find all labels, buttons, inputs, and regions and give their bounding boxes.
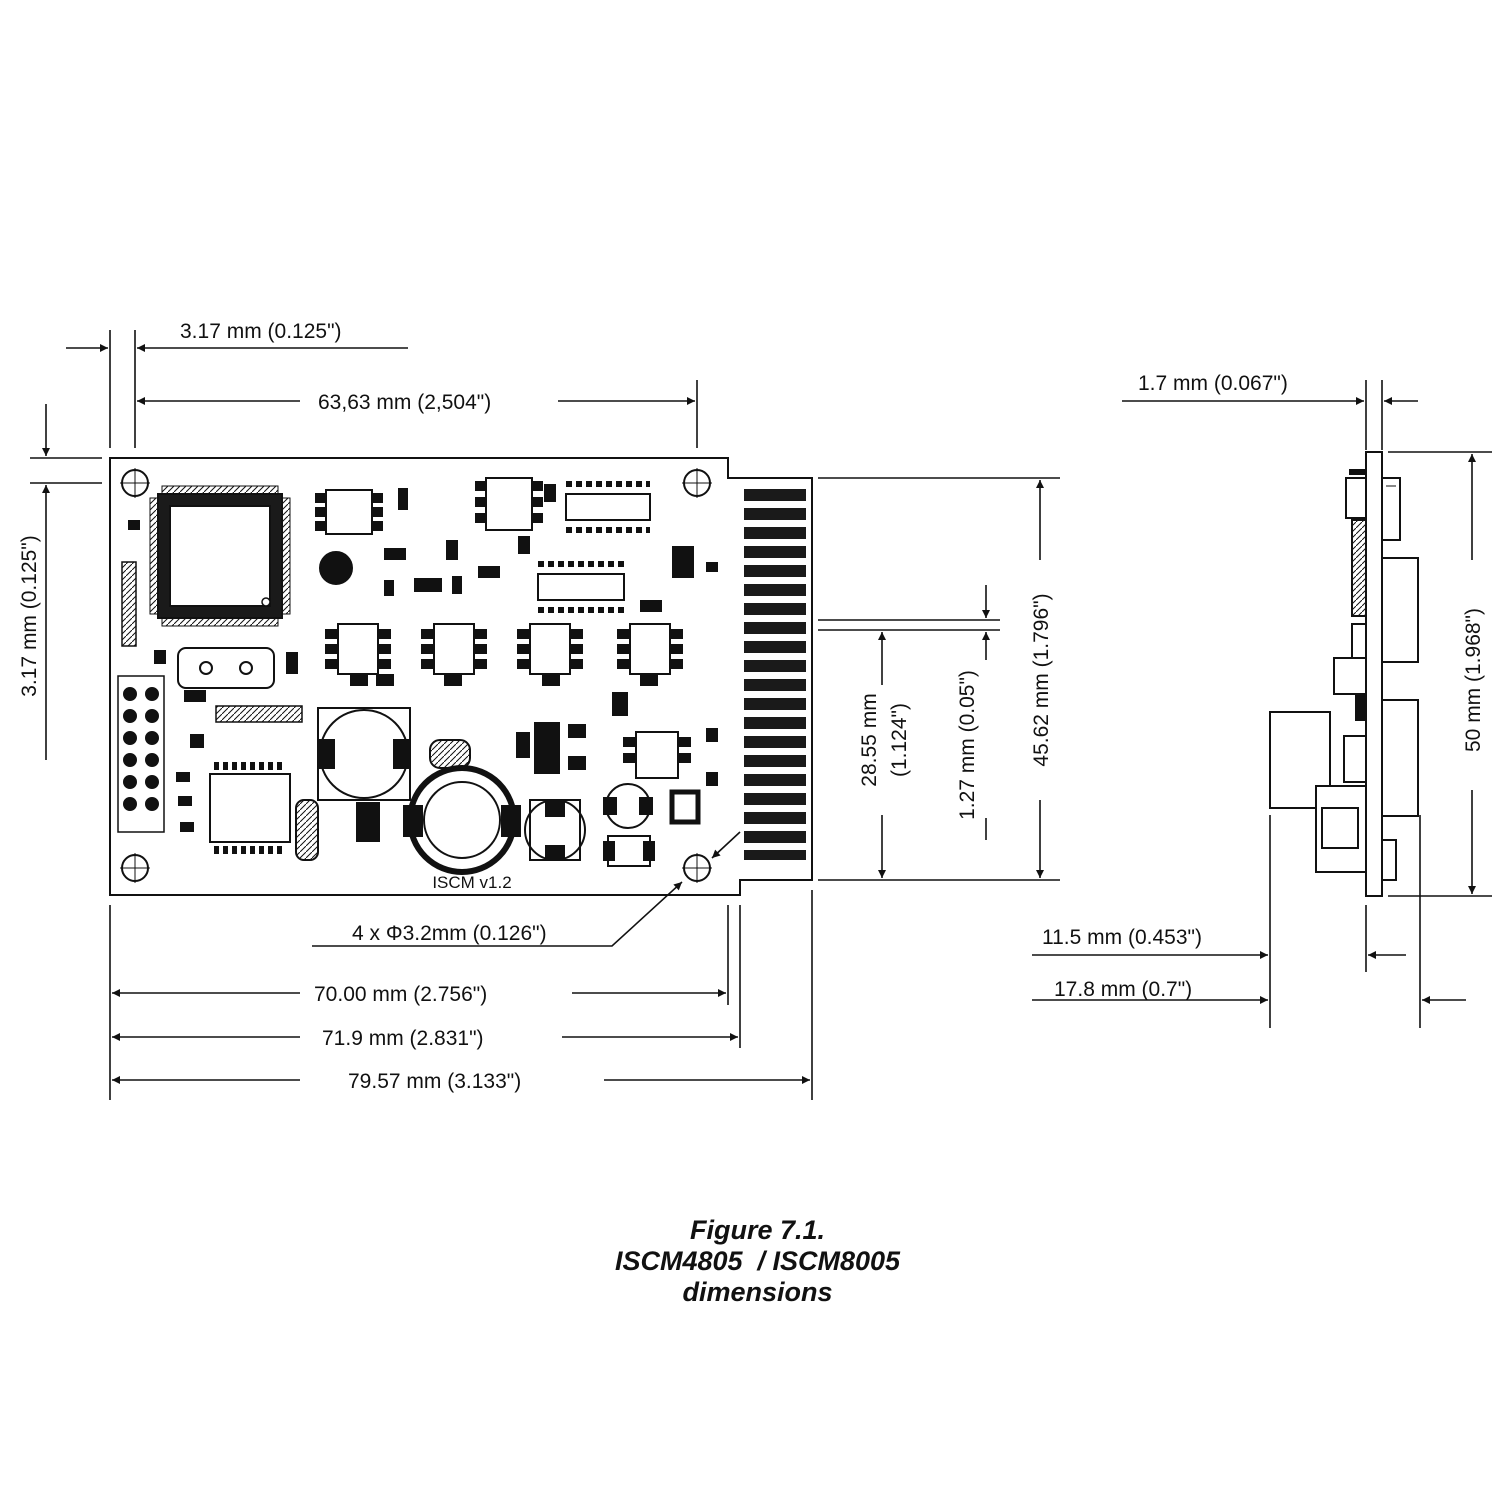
ic-chip [209,762,291,854]
dim-connector-height: 45.62 mm (1.796") [1030,593,1053,766]
mounting-hole [120,468,150,498]
ic-chip [475,477,543,531]
transistor [319,551,353,585]
connector-strip [215,705,303,723]
ic-chip [517,623,583,675]
pin-header [117,675,165,833]
mounting-hole [682,468,712,498]
pcb-top-view [109,457,813,896]
microcontroller-chip [149,485,291,627]
dim-hole-offset-x: 3.17 mm (0.125") [180,320,342,343]
ic-chip [623,731,691,779]
ic-chip [537,561,625,613]
dim-overall-thickness: 17.8 mm (0.7") [1054,978,1192,1001]
ic-chip [315,489,383,535]
figure-caption: Figure 7.1. ISCM4805 / ISCM8005 dimensio… [0,1184,1500,1308]
dim-hole-spacing-x: 63,63 mm (2,504") [318,391,491,414]
dim-mounting-holes: 4 x Φ3.2mm (0.126") [352,922,547,945]
mounting-hole [120,853,150,883]
caption-models: ISCM4805 / ISCM8005 [614,1246,901,1276]
capacitor [603,783,653,829]
dim-board-height: 50 mm (1.968") [1462,608,1485,752]
ferrite [429,739,471,769]
inductor [403,765,521,875]
connector-strip [121,561,137,647]
dim-pcb-thickness: 1.7 mm (0.067") [1138,372,1288,395]
dim-overall-length: 79.57 mm (3.133") [348,1070,521,1093]
ferrite [295,799,319,861]
ic-chip [617,623,683,675]
ic-chip [325,623,391,675]
dim-board-width: 70.00 mm (2.756") [314,983,487,1006]
dimension-lines [30,330,1060,1100]
pcb-outline [109,457,813,896]
dim-board-width-notch: 71.9 mm (2.831") [322,1027,484,1050]
capacitor [317,707,411,801]
diode [669,789,701,825]
dim-component-height-top: 11.5 mm (0.453") [1042,926,1202,949]
ic-chip [565,481,651,533]
pcb-side-view [1269,451,1419,897]
dim-hole-offset-y: 3.17 mm (0.125") [18,535,41,697]
dimension-labels: 3.17 mm (0.125") 63,63 mm (2,504") 3.17 … [18,320,1485,1093]
dim-connector-span: 28.55 mm [858,693,881,786]
crystal [177,647,275,689]
dim-contact-pitch: 1.27 mm (0.05") [956,670,979,820]
capacitor [603,835,655,867]
capacitor [524,799,586,861]
caption-subject: dimensions [682,1277,833,1307]
caption-figure-number: Figure 7.1. [689,1215,826,1245]
board-label: ISCM v1.2 [432,873,511,892]
mounting-hole [682,853,712,883]
side-dimension-lines [1032,380,1492,1028]
smd-passives [128,484,718,842]
pcb-edge [1365,451,1383,897]
dim-connector-span-in: (1.124") [888,703,911,777]
ic-chip [421,623,487,675]
edge-connector-contacts [744,489,806,860]
